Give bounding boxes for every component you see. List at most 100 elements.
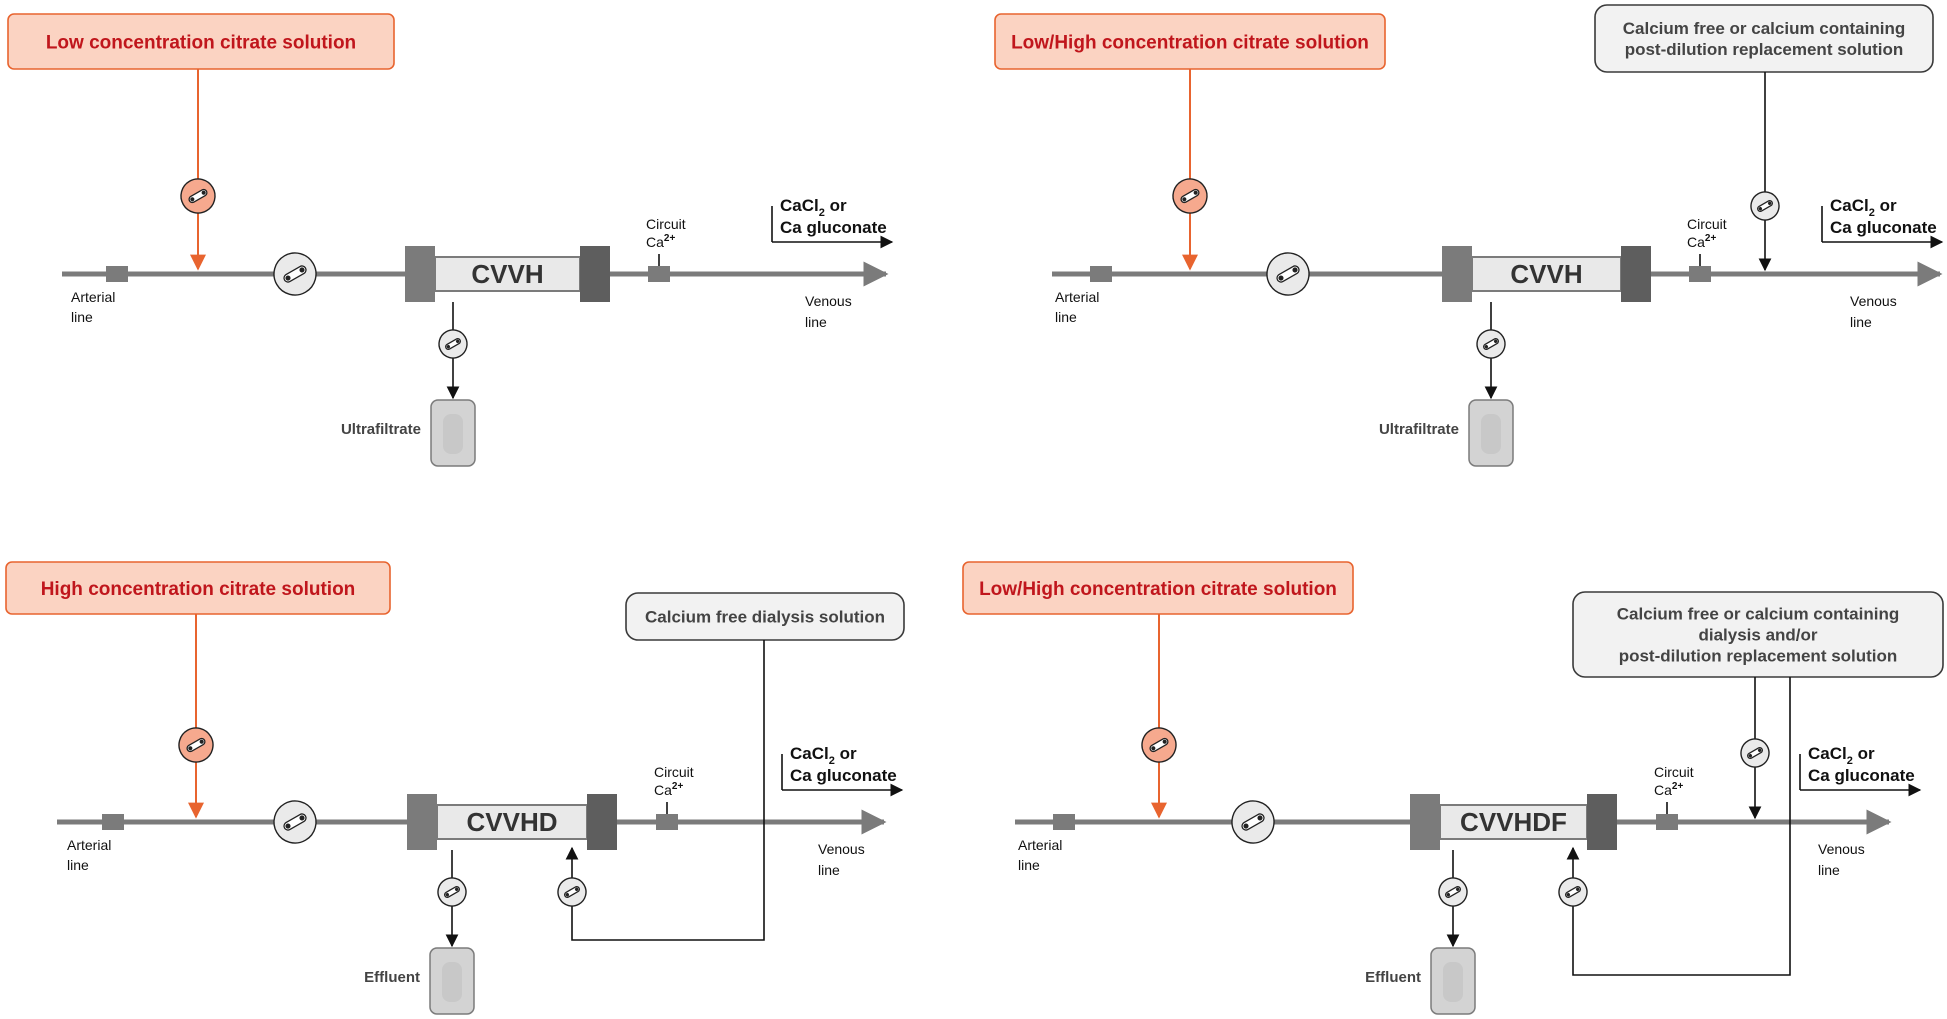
cacl2-suffix: or: [1875, 196, 1897, 215]
panel-cvvh-low: ArteriallineCVVHCircuitCa2+VenouslineCaC…: [7, 13, 894, 467]
effluent-pump-icon: [1438, 877, 1468, 907]
pump-roller: [1151, 746, 1156, 751]
arterial-line-label: Arterial: [1055, 289, 1099, 305]
pump-roller: [1484, 344, 1489, 349]
ca-superscript: 2+: [672, 781, 684, 792]
citrate-pump-icon: [1141, 727, 1177, 763]
filter-outlet-cap: [1587, 794, 1617, 850]
effluent-bag-icon: [430, 399, 476, 467]
replacement-pump-icon: [1740, 738, 1770, 768]
hemofilter: CVVH: [1442, 246, 1651, 302]
replacement-solution-box: Calcium free dialysis solution: [625, 592, 905, 641]
venous-line-label: line: [805, 314, 827, 330]
solution-label-line: post-dilution replacement solution: [1625, 40, 1904, 59]
pump-roller: [285, 823, 291, 829]
citrate-solution-label: Low/High concentration citrate solution: [1011, 33, 1369, 54]
hemofilter: CVVHD: [407, 794, 617, 850]
bag-shading: [442, 962, 462, 1002]
dialysate-pump-icon: [1558, 877, 1588, 907]
circuit-ca-port: [656, 814, 678, 830]
cacl2-label: CaCl2 or: [790, 744, 857, 767]
citrate-pump-icon: [1172, 178, 1208, 214]
filter-inlet-cap: [1410, 794, 1440, 850]
pump-roller: [1193, 190, 1198, 195]
effluent-pump-icon: [1476, 329, 1506, 359]
cacl2-suffix: or: [835, 744, 857, 763]
blood-pump-icon: [1231, 800, 1275, 844]
filter-inlet-cap: [407, 794, 437, 850]
ca-superscript: 2+: [1672, 781, 1684, 792]
citrate-solution-label: High concentration citrate solution: [41, 579, 356, 600]
panel-cvvhdf-lowhigh: ArteriallineCVVHDFCircuitCa2+VenouslineC…: [962, 561, 1944, 1015]
citrate-box-frame: [7, 13, 395, 70]
pump-roller: [445, 892, 450, 897]
citrate-solution-box: Low concentration citrate solution: [7, 13, 395, 70]
replacement-pump-icon: [1750, 191, 1780, 221]
ca-superscript: 2+: [664, 233, 676, 244]
pump-roller: [1243, 823, 1249, 829]
venous-line-label: Venous: [1818, 841, 1865, 857]
solution-box-frame: [625, 592, 905, 641]
filter-label: CVVHDF: [1460, 807, 1567, 837]
pump-roller: [199, 739, 204, 744]
circuit-ca-port: [1689, 266, 1711, 282]
arterial-line-label: line: [1055, 309, 1077, 325]
pump-roller: [565, 892, 570, 897]
pump-roller: [454, 887, 459, 892]
outflow-label: Effluent: [364, 969, 420, 986]
pump-roller: [1257, 815, 1263, 821]
filter-body: [1471, 256, 1622, 292]
bag-shading: [1481, 414, 1501, 454]
circuit-label: Circuit: [1654, 764, 1694, 780]
blood-pump-icon: [273, 252, 317, 296]
outflow-label: Ultrafiltrate: [341, 421, 421, 438]
blood-pump-icon: [1266, 252, 1310, 296]
pump-roller: [190, 197, 195, 202]
circuit-label: Circuit: [654, 764, 694, 780]
panel-cvvh-lowhigh: ArteriallineCVVHCircuitCa2+VenouslineCaC…: [994, 4, 1944, 467]
cacl2-label: CaCl2 or: [1830, 196, 1897, 219]
pump-roller: [285, 275, 291, 281]
filter-body: [1439, 804, 1588, 840]
ca-label: Ca2+: [1687, 233, 1716, 250]
pump-roller: [455, 339, 460, 344]
venous-line-label: line: [818, 862, 840, 878]
solution-label-line: post-dilution replacement solution: [1619, 647, 1898, 666]
solution-label-line: Calcium free or calcium containing: [1623, 19, 1905, 38]
blood-pump-icon: [273, 800, 317, 844]
effluent-bag-icon: [1468, 399, 1514, 467]
pump-roller: [1575, 887, 1580, 892]
venous-line-label: Venous: [805, 293, 852, 309]
dialysate-pump-icon: [557, 877, 587, 907]
pump-roller: [299, 267, 305, 273]
outflow-label: Ultrafiltrate: [1379, 421, 1459, 438]
citrate-solution-box: Low/High concentration citrate solution: [962, 561, 1354, 615]
ca-label: Ca2+: [654, 781, 683, 798]
cacl2-subscript: 2: [1869, 207, 1875, 219]
filter-inlet-cap: [1442, 246, 1472, 302]
cacl2-label: CaCl2 or: [1808, 744, 1875, 767]
pump-roller: [1446, 892, 1451, 897]
venous-line-label: line: [1818, 862, 1840, 878]
outflow-label: Effluent: [1365, 969, 1421, 986]
replacement-solution-box: Calcium free or calcium containing post-d…: [1594, 4, 1934, 73]
citrate-pump-icon: [180, 178, 216, 214]
hemofilter: CVVH: [405, 246, 610, 302]
ca-label: Ca2+: [646, 233, 675, 250]
pump-roller: [188, 746, 193, 751]
solution-label-line: dialysis and/or: [1698, 626, 1817, 645]
effluent-bag-icon: [1430, 947, 1476, 1015]
bag-shading: [443, 414, 463, 454]
arterial-line-label: Arterial: [71, 289, 115, 305]
venous-line-label: Venous: [818, 841, 865, 857]
pump-roller: [1292, 267, 1298, 273]
pump-roller: [1757, 748, 1762, 753]
circuit-ca-port: [648, 266, 670, 282]
pump-roller: [1566, 892, 1571, 897]
pump-roller: [574, 887, 579, 892]
cacl2-suffix: or: [825, 196, 847, 215]
pump-roller: [201, 190, 206, 195]
pump-roller: [1162, 739, 1167, 744]
arterial-line-label: Arterial: [67, 837, 111, 853]
arterial-port: [102, 814, 124, 830]
